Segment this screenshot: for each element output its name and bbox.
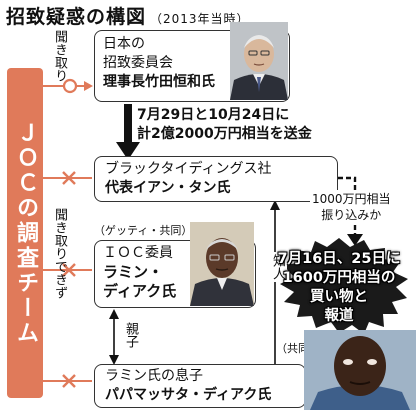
purchase-line2: 1600万円相当の bbox=[282, 270, 396, 286]
purchase-line4: 報道 bbox=[324, 308, 354, 324]
diagram-title: 招致疑惑の構図（2013年当時） bbox=[6, 2, 250, 29]
parent-child-arrow bbox=[109, 309, 119, 365]
ioc-member-line3: ディアク氏 bbox=[103, 282, 177, 300]
not-interviewed-label: 聞き取りできず bbox=[52, 208, 67, 299]
purchase-line1: 7月16日、25日に bbox=[277, 251, 401, 267]
papa-massata-diack-portrait bbox=[304, 330, 416, 410]
not-interviewed-connector-ioc bbox=[43, 263, 92, 277]
not-interviewed-connector-son bbox=[43, 374, 92, 388]
takeda-portrait bbox=[230, 22, 288, 100]
transfer-note-line2: 振り込みか bbox=[321, 208, 382, 222]
interviewed-label: 聞き取り bbox=[52, 30, 67, 82]
cross-icon bbox=[62, 263, 76, 277]
son-box: ラミン氏の息子 パパマッサタ・ディアク氏 bbox=[94, 364, 306, 408]
transfer-line1: 7月29日と10月24日に bbox=[137, 107, 290, 123]
son-line2: パパマッサタ・ディアク氏 bbox=[105, 387, 272, 403]
ioc-member-line1: ＩＯＣ委員 bbox=[103, 245, 173, 261]
joc-team-label: ＪＯＣの調査チーム bbox=[13, 120, 38, 346]
black-tidings-line1: ブラックタイディングス社 bbox=[105, 161, 272, 177]
cross-icon bbox=[62, 374, 76, 388]
black-tidings-box: ブラックタイディングス社 代表イアン・タン氏 bbox=[94, 156, 338, 202]
not-interviewed-connector-black-tidings bbox=[43, 171, 92, 185]
subtitle-text: （2013年当時） bbox=[150, 12, 250, 26]
transfer-line2: 計2億2000万円相当を送金 bbox=[137, 126, 312, 142]
transfer-caption: 7月29日と10月24日に 計2億2000万円相当を送金 bbox=[137, 106, 312, 144]
title-text: 招致疑惑の構図 bbox=[6, 6, 147, 28]
dashed-transfer-path bbox=[338, 176, 363, 246]
bid-committee-line2: 招致委員会 bbox=[103, 55, 173, 71]
ioc-photo-credit: （ゲッティ・共同） bbox=[94, 224, 193, 237]
purchase-burst bbox=[280, 238, 408, 334]
joc-team-bar: ＪＯＣの調査チーム bbox=[7, 68, 43, 398]
ioc-member-line2: ラミン・ bbox=[103, 263, 164, 281]
purchase-line3: 買い物と bbox=[310, 289, 368, 305]
black-tidings-line2: 代表イアン・タン氏 bbox=[105, 180, 231, 196]
interviewed-connector bbox=[43, 78, 93, 94]
bid-committee-line1: 日本の bbox=[103, 36, 145, 52]
parent-child-label: 親子 bbox=[123, 322, 138, 348]
acquaintance-label: 知人 bbox=[268, 252, 287, 282]
son-line1: ラミン氏の息子 bbox=[105, 368, 203, 384]
lamine-diack-portrait bbox=[190, 222, 254, 306]
transfer-note-line1: 1000万円相当 bbox=[312, 192, 391, 206]
circle-icon bbox=[62, 78, 78, 94]
transfer-arrow bbox=[116, 104, 140, 160]
cross-icon bbox=[62, 171, 76, 185]
transfer-note: 1000万円相当 振り込みか bbox=[310, 190, 393, 224]
bid-committee-line3: 理事長竹田恒和氏 bbox=[103, 74, 215, 90]
purchase-report: 7月16日、25日に 1600万円相当の 買い物と 報道 bbox=[264, 250, 414, 326]
